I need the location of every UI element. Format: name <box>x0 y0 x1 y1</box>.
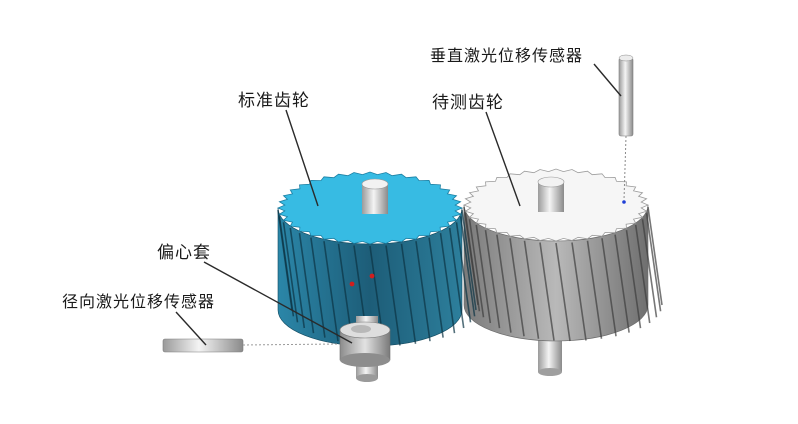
leader-standard-gear <box>285 109 319 207</box>
radial-laser-beam <box>242 343 339 346</box>
gear-tooth-edge <box>625 229 642 329</box>
standard-gear-upper-shaft-top <box>361 178 389 190</box>
leader-radial-sensor <box>175 311 207 346</box>
gear-tooth-edge <box>496 234 512 333</box>
gear-tooth-edge <box>645 213 662 312</box>
label-eccentric-sleeve: 偏心套 <box>157 243 211 263</box>
gear-tooth-edge <box>614 234 630 333</box>
gear-tooth-edge <box>455 222 472 323</box>
gear-tooth-edge <box>647 206 663 306</box>
gear-tooth-edge <box>298 232 315 334</box>
gear-tooth-edge <box>539 242 555 341</box>
gear-tooth-edge <box>282 222 299 323</box>
gear-tooth-edge <box>439 232 456 334</box>
gear-tooth-edge <box>555 242 571 342</box>
test-gear-upper-shaft-top <box>537 176 565 188</box>
gear-tooth-edge <box>586 240 603 339</box>
standard-gear <box>276 171 477 347</box>
gear-tooth-edge <box>468 219 485 318</box>
test-gear-teeth-side <box>463 206 663 342</box>
gear-tooth-edge <box>323 241 339 342</box>
gear-tooth-edge <box>459 216 476 317</box>
gear-tooth-edge <box>571 242 587 341</box>
gear-tooth-edge <box>385 245 401 346</box>
laser-spot <box>349 281 355 287</box>
eccentric-sleeve-assembly <box>339 316 391 382</box>
label-test-gear: 待测齿轮 <box>432 93 504 113</box>
gear-tooth-edge <box>310 237 326 338</box>
label-radial-sensor: 径向激光位移传感器 <box>62 292 216 311</box>
gear-tooth-edge <box>448 227 465 329</box>
label-standard-gear: 标准齿轮 <box>238 91 310 111</box>
vertical-laser-beam <box>623 135 627 201</box>
gear-tooth-edge <box>475 224 492 324</box>
gear-tooth-edge <box>484 229 501 329</box>
test-gear <box>462 168 663 376</box>
gear-tooth-edge <box>400 243 417 344</box>
gear-tooth-edge <box>461 209 477 311</box>
gear-tooth-edge <box>289 227 306 329</box>
vertical-laser-sensor <box>618 54 634 204</box>
gear-tooth-edge <box>641 219 658 318</box>
label-vertical-sensor: 垂直激光位移传感器 <box>430 46 584 65</box>
leader-test-gear <box>485 111 521 207</box>
leader-eccentric-sleeve <box>203 261 353 344</box>
radial-laser-sensor <box>162 338 339 353</box>
gear-tooth-edge <box>415 241 431 342</box>
gear-tooth-edge <box>464 213 481 312</box>
gear-tooth-edge <box>523 240 540 339</box>
gear-tooth-edge <box>428 237 444 338</box>
leader-lines <box>175 63 622 346</box>
laser-spot <box>369 273 375 279</box>
gear-tooth-edge <box>634 224 651 324</box>
test-gear-lower-shaft-end <box>538 368 562 376</box>
gear-tooth-edge <box>509 238 525 337</box>
gear-tooth-edge <box>278 216 295 317</box>
gear-tooth-edge <box>601 238 617 337</box>
leader-vertical-sensor <box>593 63 622 97</box>
